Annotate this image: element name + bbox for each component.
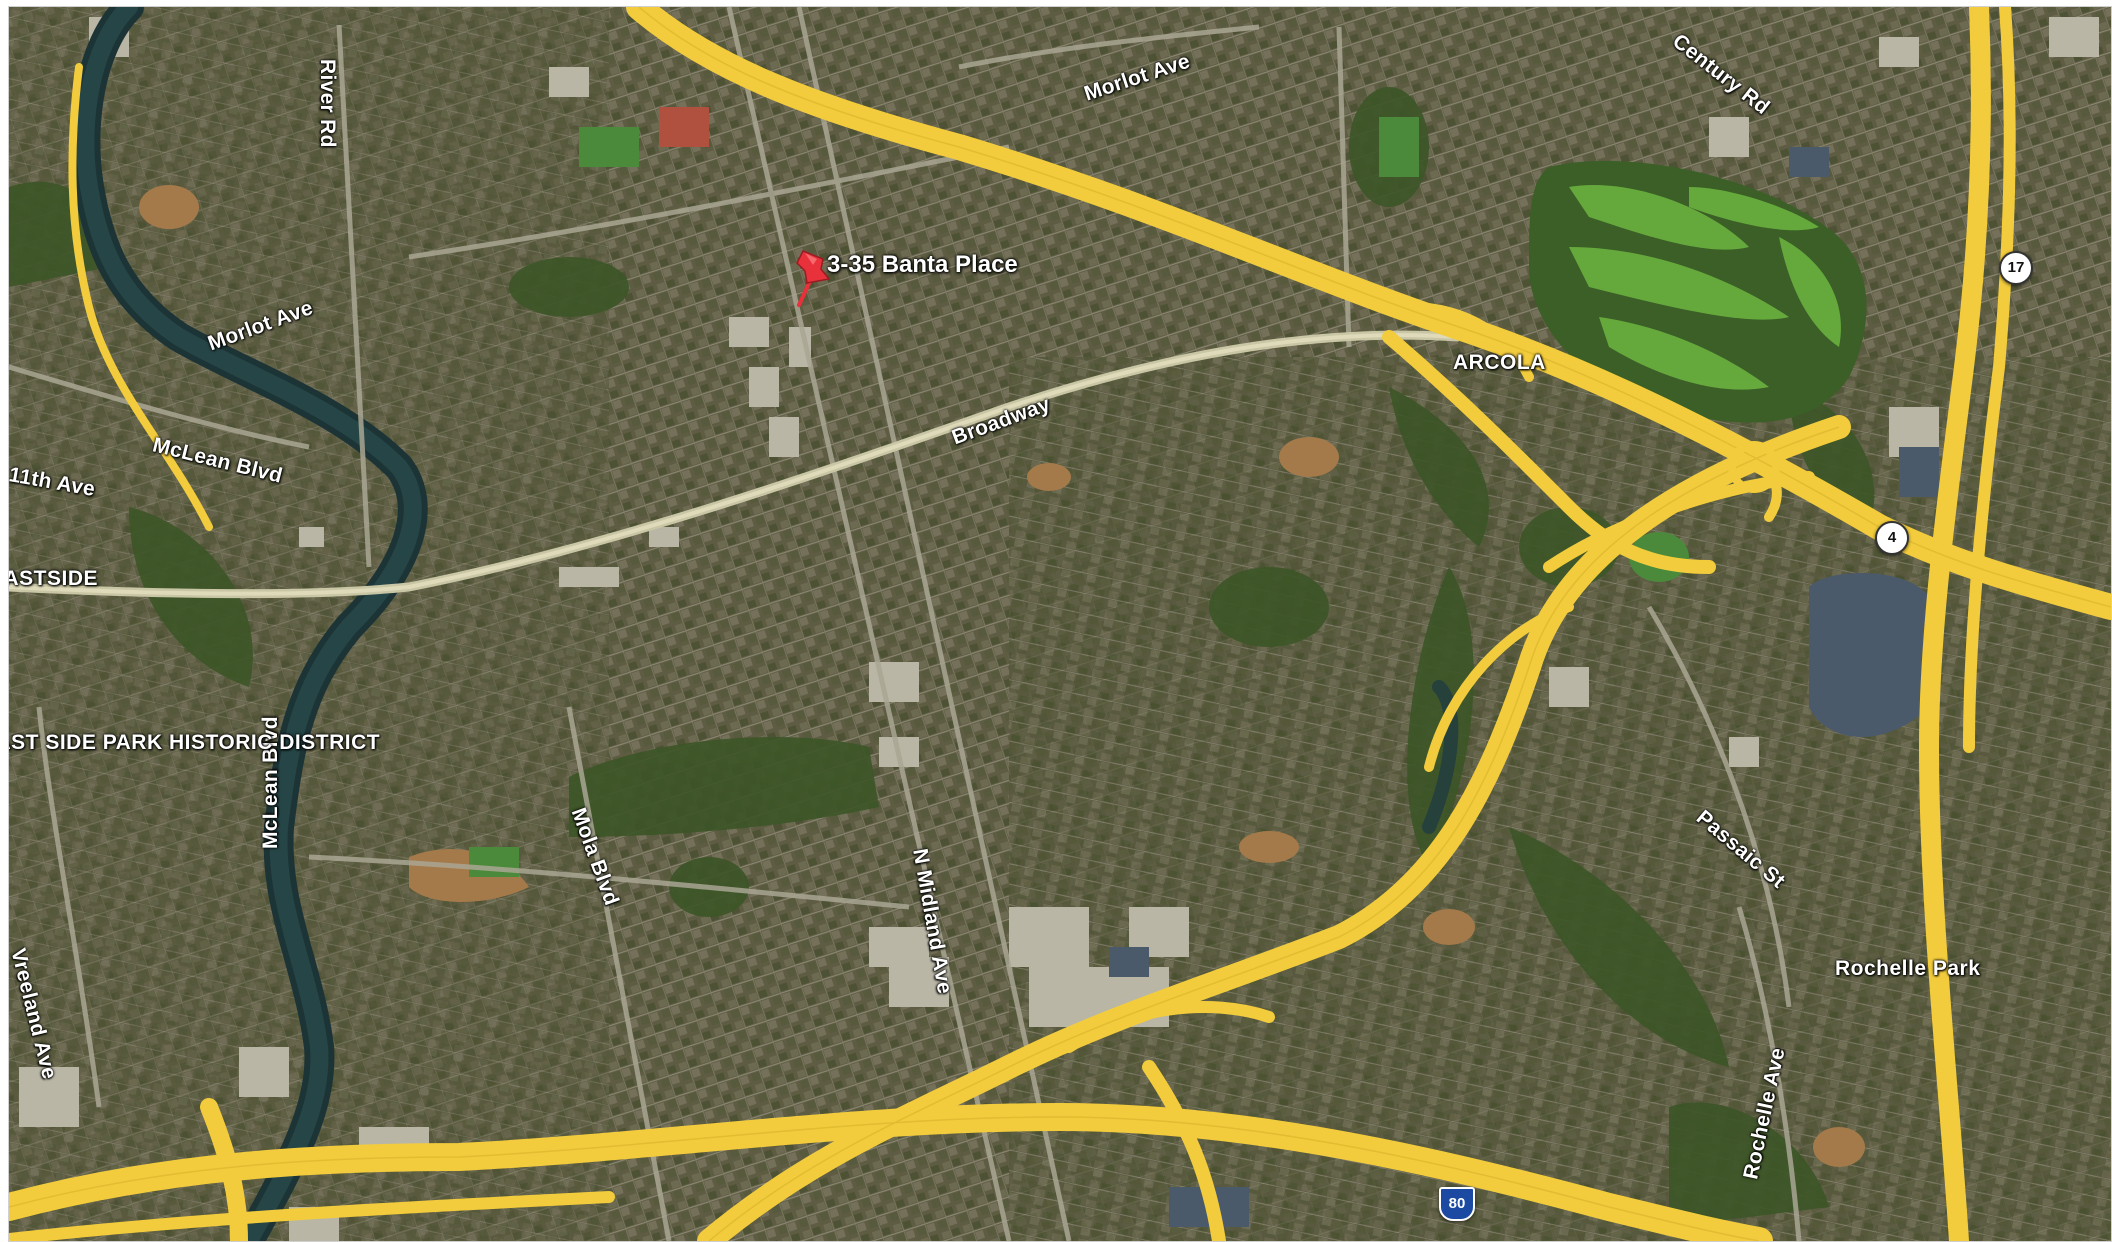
route-4-shield: 4 bbox=[1875, 521, 1909, 555]
route-17-shield: 17 bbox=[1999, 251, 2033, 285]
satellite-imagery bbox=[9, 7, 2111, 1241]
interstate-80-shield: 80 bbox=[1439, 1187, 1475, 1221]
street-label-river-rd: River Rd bbox=[316, 59, 339, 148]
satellite-map[interactable]: 3-35 Banta Place River Rd Morlot Ave Mor… bbox=[8, 6, 2112, 1242]
place-label-east-side-park: EAST SIDE PARK HISTORIC DISTRICT bbox=[8, 731, 381, 754]
pushpin-icon bbox=[796, 250, 831, 307]
place-label-arcola: ARCOLA bbox=[1453, 351, 1546, 374]
place-label-rochelle-park: Rochelle Park bbox=[1835, 957, 1981, 980]
pin-label: 3-35 Banta Place bbox=[827, 251, 1018, 278]
location-pin[interactable] bbox=[789, 245, 837, 340]
